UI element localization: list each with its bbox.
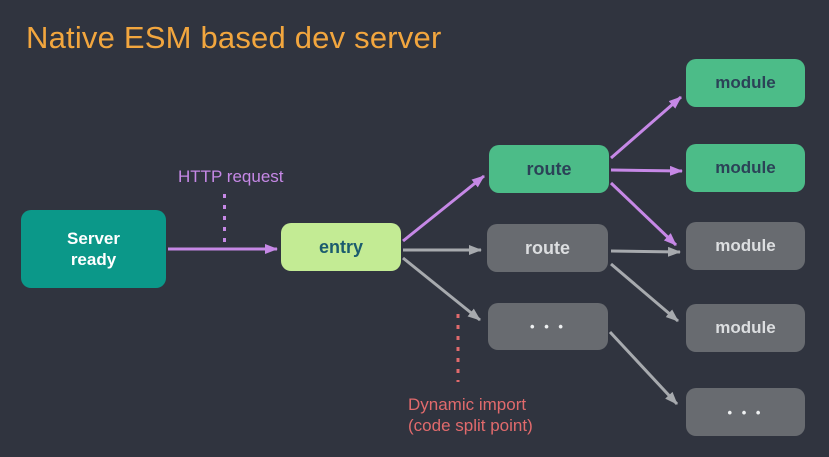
node-server-ready-label: Server ready xyxy=(67,229,120,269)
node-module-green-2: module xyxy=(686,144,805,192)
arrow-route-green-to-module-1 xyxy=(610,95,682,160)
arrow-route-green-to-module-2 xyxy=(610,165,683,176)
node-route-gray-label: route xyxy=(525,237,570,258)
arrow-entry-to-routes-ellipsis xyxy=(402,256,481,322)
node-route-gray: route xyxy=(487,224,608,272)
node-module-green-1-label: module xyxy=(715,73,776,92)
node-module-green-1: module xyxy=(686,59,805,107)
dynamic-import-label-line2: (code split point) xyxy=(408,416,533,435)
node-modules-ellipsis: • • • xyxy=(686,388,805,436)
node-entry-label: entry xyxy=(318,236,363,257)
node-module-gray-2-label: module xyxy=(715,318,776,337)
arrow-entry-to-route-green xyxy=(402,174,485,243)
node-module-gray-1: module xyxy=(686,222,805,270)
page-title: Native ESM based dev server xyxy=(26,20,442,55)
node-route-green-label: route xyxy=(526,158,572,179)
modules-ellipsis-dots: • • • xyxy=(727,404,764,420)
arrow-route-green-to-module-gray-1 xyxy=(609,181,678,247)
arrow-route-gray-to-module-gray-1 xyxy=(610,246,681,257)
node-server-ready: Server ready xyxy=(21,210,166,288)
dynamic-import-label: Dynamic import (code split point) xyxy=(408,394,533,436)
node-module-gray-2: module xyxy=(686,304,805,352)
http-request-label: HTTP request xyxy=(178,167,284,186)
node-routes-ellipsis: • • • xyxy=(488,303,608,350)
arrow-ellipsis-to-ellipsis xyxy=(608,330,679,406)
node-entry: entry xyxy=(281,223,401,271)
node-module-gray-1-label: module xyxy=(715,236,776,255)
routes-ellipsis-dots: • • • xyxy=(530,319,566,334)
node-module-green-2-label: module xyxy=(715,158,776,177)
dynamic-import-label-line1: Dynamic import xyxy=(408,395,527,414)
arrow-route-gray-to-module-gray-2 xyxy=(610,262,679,323)
node-route-green: route xyxy=(489,145,609,193)
